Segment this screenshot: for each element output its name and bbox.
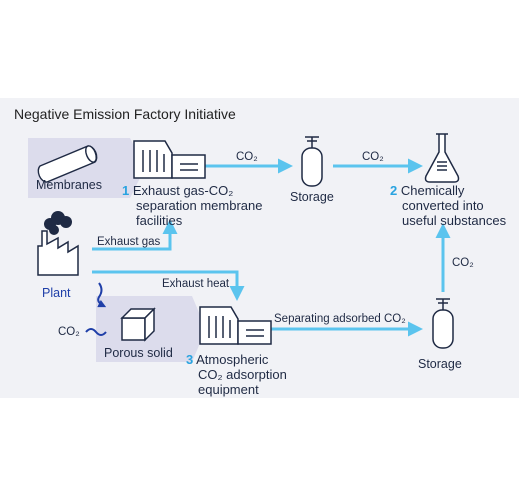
arrow-exhaust-heat — [92, 270, 245, 301]
heat-squiggle-arrow — [97, 282, 107, 308]
membranes-label: Membranes — [36, 178, 102, 192]
separation-facility-icon — [133, 140, 206, 179]
porous-cube-icon — [120, 307, 156, 342]
flow-co2-2: CO₂ — [362, 151, 384, 163]
step2-line1: Chemically — [400, 183, 465, 198]
step1-line3: facilities — [136, 213, 183, 228]
step3-line1: Atmospheric — [196, 352, 269, 367]
step2-label: 2 Chemically converted into useful subst… — [390, 183, 506, 228]
step1-label: 1 Exhaust gas-CO₂ separation membrane fa… — [122, 183, 262, 228]
flow-co2-1: CO₂ — [236, 151, 258, 163]
storage-tank-bottom-icon — [432, 298, 454, 349]
storage-top-label: Storage — [290, 190, 334, 204]
step2-line2: converted into — [402, 198, 484, 213]
membrane-pipe-icon — [37, 145, 98, 183]
plant-label: Plant — [42, 286, 71, 300]
flow-separating-co2: Separating adsorbed CO₂ — [274, 313, 406, 325]
step3-label: 3 Atmospheric CO₂ adsorption equipment — [186, 352, 287, 397]
step2-line3: useful substances — [402, 213, 507, 228]
plant-icon — [37, 211, 79, 276]
arrow-exhaust-gas — [92, 219, 178, 251]
step3-number: 3 — [186, 352, 194, 367]
step1-number: 1 — [122, 183, 130, 198]
flow-co2-right: CO₂ — [452, 257, 474, 269]
step3-line2: CO₂ adsorption — [198, 367, 287, 382]
storage-bottom-label: Storage — [418, 357, 462, 371]
step2-number: 2 — [390, 183, 398, 198]
step3-line3: equipment — [198, 382, 259, 397]
flow-exhaust-heat: Exhaust heat — [162, 278, 230, 290]
step1-line2: separation membrane — [136, 198, 263, 213]
diagram-title: Negative Emission Factory Initiative — [14, 106, 236, 122]
co2-intake-squiggle — [85, 328, 107, 336]
adsorption-facility-icon — [199, 306, 272, 345]
flask-icon — [424, 133, 460, 183]
porous-solid-label: Porous solid — [104, 346, 173, 360]
storage-tank-icon — [301, 136, 323, 187]
flow-exhaust-gas: Exhaust gas — [97, 236, 161, 248]
flow-co2-input: CO₂ — [58, 326, 80, 338]
step1-line1: Exhaust gas-CO₂ — [132, 183, 234, 198]
